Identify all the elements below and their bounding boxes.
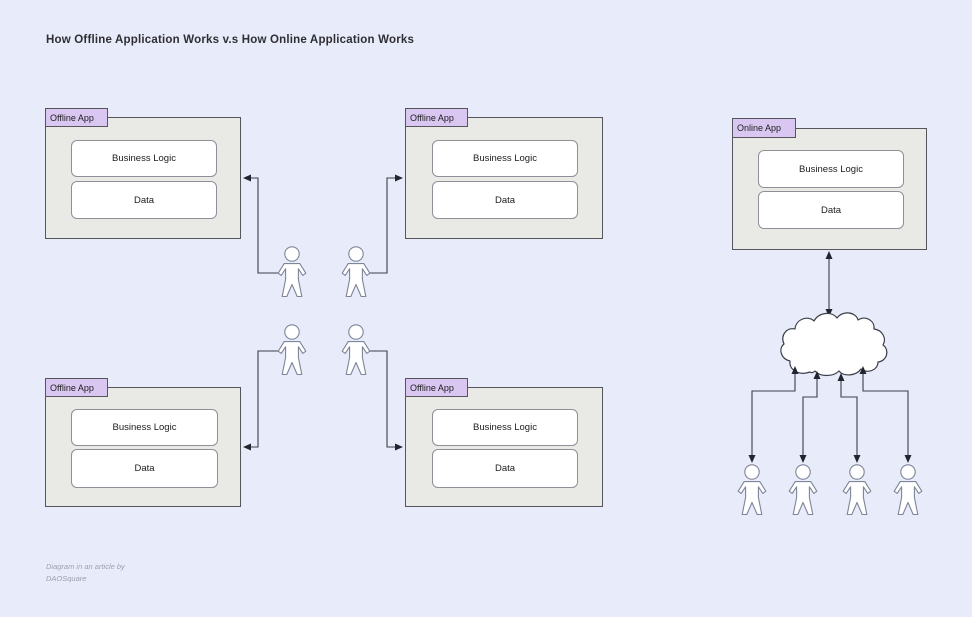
arrow-person1-to-offline-app-1: [245, 177, 279, 274]
arrowhead-down-icon: [799, 455, 807, 463]
person-icon: [341, 246, 371, 298]
person-icon: [842, 464, 872, 516]
offline-app-box-1: Business Logic Data: [45, 117, 241, 239]
data-box: Data: [758, 191, 904, 229]
arrowhead-up-icon: [791, 366, 799, 374]
arrowhead-up-icon: [813, 371, 821, 379]
arrow-person4-to-offline-app-4: [369, 350, 401, 448]
arrow-cloud-to-user-2: [802, 373, 818, 461]
offline-app-4-tab: Offline App: [405, 378, 468, 397]
person-icon: [788, 464, 818, 516]
arrowhead-left-icon: [243, 174, 251, 182]
arrow-cloud-to-user-3: [840, 375, 858, 461]
offline-app-2-tab: Offline App: [405, 108, 468, 127]
caption: Diagram in an article by DAOSquare: [46, 561, 125, 585]
business-logic-box: Business Logic: [432, 140, 578, 177]
online-app-box: Business Logic Data: [732, 128, 927, 250]
arrowhead-up-icon: [859, 366, 867, 374]
cloud-icon: [780, 312, 888, 377]
person-icon: [893, 464, 923, 516]
arrow-person3-to-offline-app-3: [245, 350, 279, 448]
person-icon: [277, 324, 307, 376]
person-icon: [737, 464, 767, 516]
online-app-tab: Online App: [732, 118, 796, 138]
person-icon: [277, 246, 307, 298]
offline-app-box-3: Business Logic Data: [45, 387, 241, 507]
data-box: Data: [432, 181, 578, 219]
data-box: Data: [71, 181, 217, 219]
business-logic-box: Business Logic: [71, 140, 217, 177]
arrowhead-right-icon: [395, 443, 403, 451]
offline-app-box-2: Business Logic Data: [405, 117, 603, 239]
page-title: How Offline Application Works v.s How On…: [46, 34, 415, 46]
business-logic-box: Business Logic: [432, 409, 578, 446]
offline-app-box-4: Business Logic Data: [405, 387, 603, 507]
caption-line-1: Diagram in an article by: [46, 562, 125, 571]
arrow-person2-to-offline-app-2: [369, 177, 401, 274]
offline-app-1-tab: Offline App: [45, 108, 108, 127]
arrowhead-down-icon: [748, 455, 756, 463]
arrow-cloud-to-user-1: [751, 368, 796, 461]
business-logic-box: Business Logic: [758, 150, 904, 188]
data-box: Data: [71, 449, 218, 488]
caption-line-2: DAOSquare: [46, 574, 87, 583]
data-box: Data: [432, 449, 578, 488]
arrowhead-down-icon: [853, 455, 861, 463]
arrowhead-down-icon: [904, 455, 912, 463]
offline-app-3-tab: Offline App: [45, 378, 108, 397]
arrowhead-left-icon: [243, 443, 251, 451]
arrow-cloud-to-user-4: [862, 368, 909, 461]
arrowhead-right-icon: [395, 174, 403, 182]
person-icon: [341, 324, 371, 376]
business-logic-box: Business Logic: [71, 409, 218, 446]
arrowhead-up-icon: [825, 251, 833, 259]
arrowhead-up-icon: [837, 373, 845, 381]
